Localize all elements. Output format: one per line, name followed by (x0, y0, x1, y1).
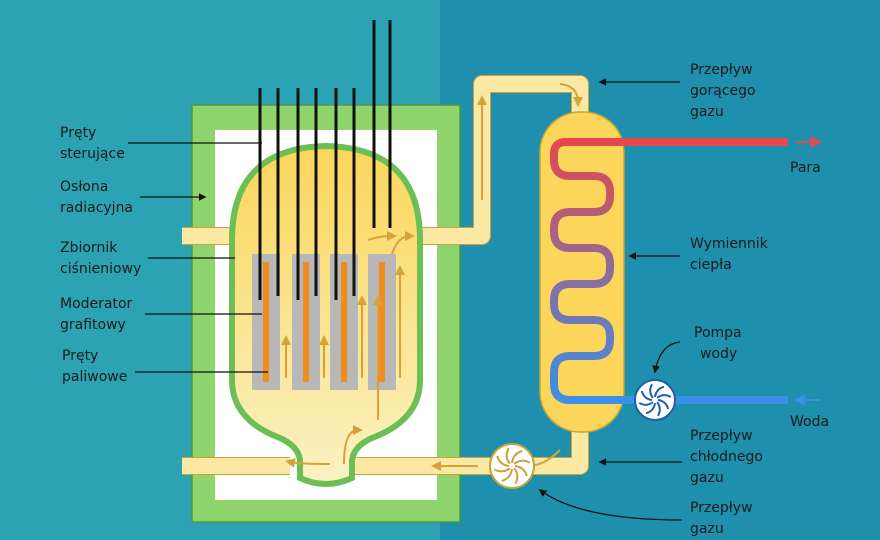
label-steam: Para (790, 160, 821, 176)
label-gas-flow: Przepływ gazu (690, 500, 757, 537)
heat-exchanger-coil (550, 138, 788, 404)
cold-gas-pipe (182, 420, 588, 474)
label-cold-gas-flow: Przepływ chłodnego gazu (690, 428, 767, 486)
label-water-pump: Pompa wody (694, 325, 746, 362)
label-hot-gas-flow: Przepływ gorącego gazu (690, 62, 760, 120)
flow-arrow (391, 231, 415, 255)
flow-arrow (559, 83, 583, 107)
label-water: Woda (790, 414, 829, 430)
label-graphite-moderator: Moderator grafitowy (60, 296, 137, 333)
pump-fan-icon (634, 379, 676, 421)
flow-arrow (367, 231, 397, 242)
label-radiation-shield: Osłona radiacyjna (60, 179, 133, 216)
label-control-rods: Pręty sterujące (60, 125, 125, 162)
flow-arrow (343, 425, 363, 465)
label-pressure-vessel: Zbiornik ciśnieniowy (60, 240, 141, 277)
gas-pipes (182, 75, 589, 475)
leader-pump (652, 341, 681, 374)
fuel-rod (303, 262, 309, 382)
label-leaders (128, 78, 683, 521)
fuel-rod (379, 262, 385, 382)
hot-gas-pipe (402, 76, 588, 244)
label-heat-exchanger: Wymiennik ciepła (690, 236, 772, 273)
control-rods (258, 20, 392, 300)
fuel-rod (341, 262, 347, 382)
flow-arrow (285, 458, 331, 468)
circulator-fan-icon (489, 443, 535, 489)
leader-gas-flow (538, 489, 683, 521)
label-fuel-rods: Pręty paliwowe (62, 348, 127, 385)
fuel-rod (263, 262, 269, 382)
